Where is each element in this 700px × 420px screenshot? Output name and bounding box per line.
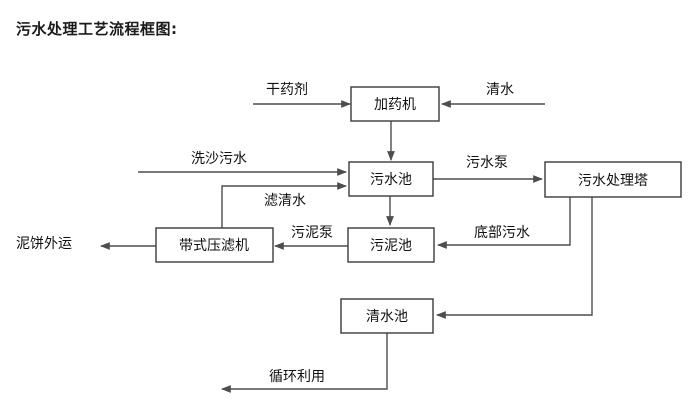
- edge-treatment-tower-to-clean-water-pool: [436, 197, 593, 319]
- page-title: 污水处理工艺流程框图:: [16, 20, 178, 38]
- edge-label-filtrate-clear-water: 滤清水: [264, 193, 306, 209]
- node-sludge-pool-label: 污泥池: [370, 238, 412, 254]
- node-dosing-machine-label: 加药机: [374, 97, 416, 113]
- edge-label-bottom-sewage: 底部污水: [474, 225, 530, 241]
- edge-label-sand-wash-sewage: 洗沙污水: [191, 151, 247, 167]
- edge-clean-water-pool-to-recycle-use: [221, 332, 388, 393]
- node-clean-water-pool-label: 清水池: [366, 309, 408, 325]
- node-clean-water-pool[interactable]: 清水池: [340, 298, 434, 334]
- edge-label-sludge-pump: 污泥泵: [291, 225, 333, 241]
- node-treatment-tower-label: 污水处理塔: [578, 173, 648, 189]
- edge-label-clean-water-in: 清水: [486, 82, 514, 98]
- node-belt-filter-press-label: 带式压滤机: [179, 238, 249, 254]
- node-sewage-pool-label: 污水池: [370, 172, 412, 188]
- edge-belt-filter-press-to-sewage-pool: [221, 182, 347, 228]
- node-treatment-tower[interactable]: 污水处理塔: [544, 161, 682, 198]
- edge-label-dry-reagent: 干药剂: [266, 82, 308, 98]
- node-sludge-pool[interactable]: 污泥池: [347, 227, 435, 263]
- edge-treatment-tower-to-sludge-pool: [437, 197, 571, 249]
- terminal-label-mud-cake-out: 泥饼外运: [16, 236, 72, 252]
- node-dosing-machine[interactable]: 加药机: [350, 86, 440, 122]
- node-belt-filter-press[interactable]: 带式压滤机: [155, 227, 274, 263]
- edge-label-sewage-pump: 污水泵: [466, 155, 508, 171]
- node-sewage-pool[interactable]: 污水池: [348, 161, 434, 197]
- edge-label-recycle-use: 循环利用: [269, 369, 325, 385]
